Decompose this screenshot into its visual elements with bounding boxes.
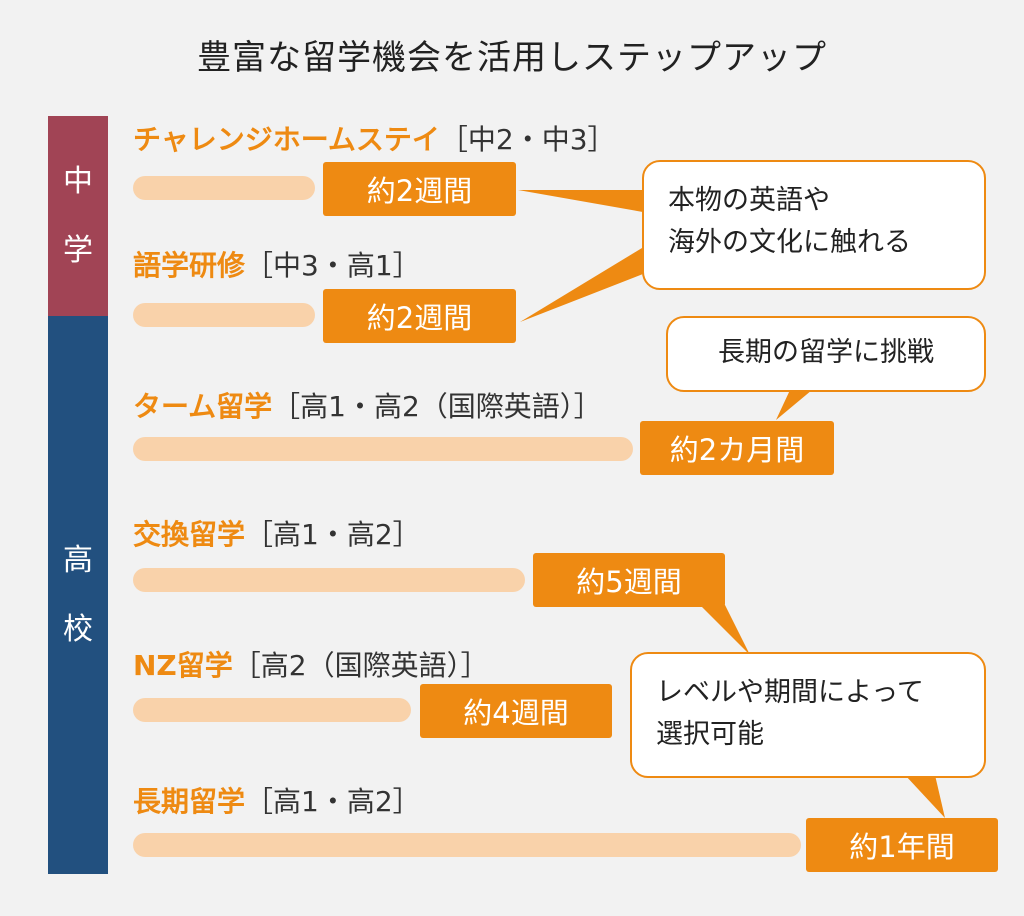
high-school-label-2: 校	[63, 612, 93, 647]
program-nz-study: NZ留学［高2（国際英語）］	[133, 644, 489, 684]
duration-bar	[133, 698, 411, 722]
duration-bar	[133, 833, 801, 857]
duration-badge: 約2週間	[323, 289, 516, 343]
program-grade: ［高1・高2（国際英語）］	[272, 390, 602, 423]
callout-line: 長期の留学に挑戦	[718, 337, 934, 368]
duration-badge: 約2週間	[323, 162, 516, 216]
callout-tail-authentic-top	[518, 190, 660, 215]
callout-line: レベルや期間によって	[656, 677, 924, 708]
program-grade: ［中2・中3］	[439, 123, 616, 156]
duration-badge: 約5週間	[533, 553, 725, 607]
junior-high-label-1: 中	[63, 163, 93, 199]
program-grade: ［高1・高2］	[245, 785, 421, 818]
duration-badge: 約2カ月間	[640, 421, 834, 475]
program-name: チャレンジホームステイ	[133, 123, 440, 156]
callout-tail-selectable-bottom	[905, 775, 945, 818]
program-long-term-study: 長期留学［高1・高2］	[133, 780, 421, 820]
duration-bar	[133, 176, 315, 200]
duration-badge: 約4週間	[420, 684, 612, 738]
program-grade: ［高1・高2］	[245, 518, 421, 551]
program-name: 語学研修	[133, 249, 246, 282]
program-language-training: 語学研修［中3・高1］	[133, 244, 421, 284]
callout-tail-challenge	[776, 390, 812, 420]
callout-tail-authentic-bottom	[520, 248, 666, 322]
junior-high-label-2: 学	[63, 233, 93, 268]
callout-long-term-challenge: 長期の留学に挑戦	[666, 316, 986, 392]
callout-selectable: レベルや期間によって 選択可能	[630, 652, 986, 778]
program-chalenge-homestay: チャレンジホームステイ［中2・中3］	[133, 118, 616, 158]
program-grade: ［中3・高1］	[245, 249, 421, 282]
program-name: ターム留学	[133, 390, 273, 423]
duration-badge: 約1年間	[806, 818, 998, 872]
duration-bar	[133, 303, 315, 327]
high-school-label-1: 高	[63, 542, 93, 578]
program-grade: ［高2（国際英語）］	[232, 649, 489, 682]
program-name: 交換留学	[133, 518, 246, 551]
duration-bar	[133, 568, 525, 592]
callout-line: 海外の文化に触れる	[668, 226, 911, 258]
program-name: 長期留学	[133, 785, 246, 818]
duration-bar	[133, 437, 633, 461]
callout-line: 選択可能	[656, 718, 764, 750]
high-school-band: 高 校	[48, 316, 108, 874]
junior-high-band: 中 学	[48, 116, 108, 316]
callout-line: 本物の英語や	[668, 185, 830, 216]
page-title: 豊富な留学機会を活用しステップアップ	[197, 38, 827, 78]
callout-tail-selectable-top	[700, 605, 750, 655]
program-term-study-abroad: ターム留学［高1・高2（国際英語）］	[133, 385, 602, 425]
program-name: NZ留学	[133, 649, 233, 682]
callout-authentic-english: 本物の英語や 海外の文化に触れる	[642, 160, 986, 290]
program-exchange-study: 交換留学［高1・高2］	[133, 513, 421, 553]
